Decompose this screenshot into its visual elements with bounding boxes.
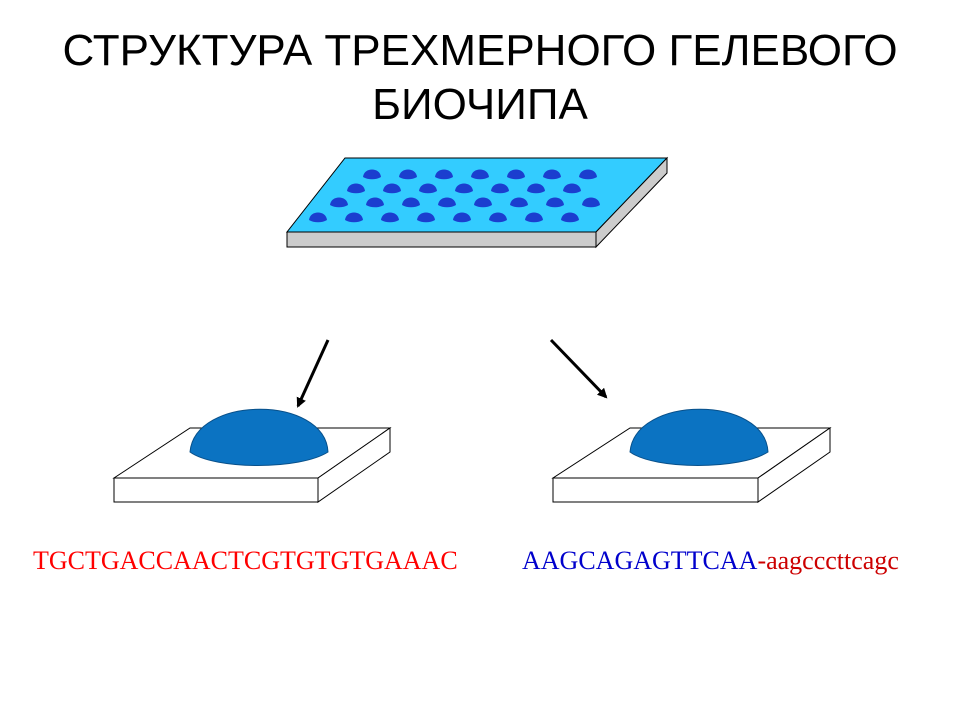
gel-pad	[399, 169, 417, 180]
gel-pad	[543, 169, 561, 180]
slide-title: СТРУКТУРА ТРЕХМЕРНОГО ГЕЛЕВОГО БИОЧИПА	[0, 24, 960, 132]
gel-pad	[510, 197, 528, 208]
gel-pad	[527, 183, 545, 194]
gel-pad	[347, 183, 365, 194]
gel-pad	[489, 212, 507, 223]
sequence-right-suffix: -aagcccttcagc	[757, 546, 899, 575]
gel-pad	[582, 197, 600, 208]
substrate-front-right	[552, 477, 759, 503]
gel-element-right	[551, 408, 832, 503]
gel-pad	[561, 212, 579, 223]
arrow-right	[549, 338, 608, 399]
gel-pad	[471, 169, 489, 180]
gel-pad	[453, 212, 471, 223]
biochip-right-side	[595, 156, 668, 249]
gel-pad	[546, 197, 564, 208]
sequence-left: TGCTGACCAACTCGTGTGTGAAAC	[33, 546, 458, 575]
biochip-front-side	[286, 231, 597, 248]
gel-pad	[309, 212, 327, 223]
gel-pad	[330, 197, 348, 208]
title-line-1: СТРУКТУРА ТРЕХМЕРНОГО ГЕЛЕВОГО	[62, 26, 898, 75]
substrate-side-left	[317, 427, 391, 503]
gel-drop-right	[629, 408, 769, 466]
gel-pad	[417, 212, 435, 223]
gel-pad	[363, 169, 381, 180]
gel-pad	[438, 197, 456, 208]
arrow-left	[296, 339, 330, 408]
gel-pad	[455, 183, 473, 194]
gel-element-left	[112, 408, 392, 503]
gel-pad	[435, 169, 453, 180]
title-line-2: БИОЧИПА	[372, 80, 588, 129]
gel-pad	[381, 212, 399, 223]
gel-pad	[525, 212, 543, 223]
biochip-plate	[285, 156, 669, 249]
gel-pad	[579, 169, 597, 180]
gel-pad	[366, 197, 384, 208]
gel-pad	[402, 197, 420, 208]
gel-pad	[419, 183, 437, 194]
gel-pad	[507, 169, 525, 180]
gel-pad	[383, 183, 401, 194]
substrate-side-right	[757, 427, 831, 503]
gel-pad	[345, 212, 363, 223]
gel-pad	[491, 183, 509, 194]
sequence-right: AAGCAGAGTTCAA-aagcccttcagc	[522, 546, 899, 576]
gel-drop-left	[189, 408, 329, 466]
gel-pad	[474, 197, 492, 208]
gel-pad-array	[309, 169, 600, 223]
gel-pad	[563, 183, 581, 194]
substrate-front-left	[113, 477, 319, 503]
sequence-right-primary: AAGCAGAGTTCAA	[522, 546, 758, 575]
